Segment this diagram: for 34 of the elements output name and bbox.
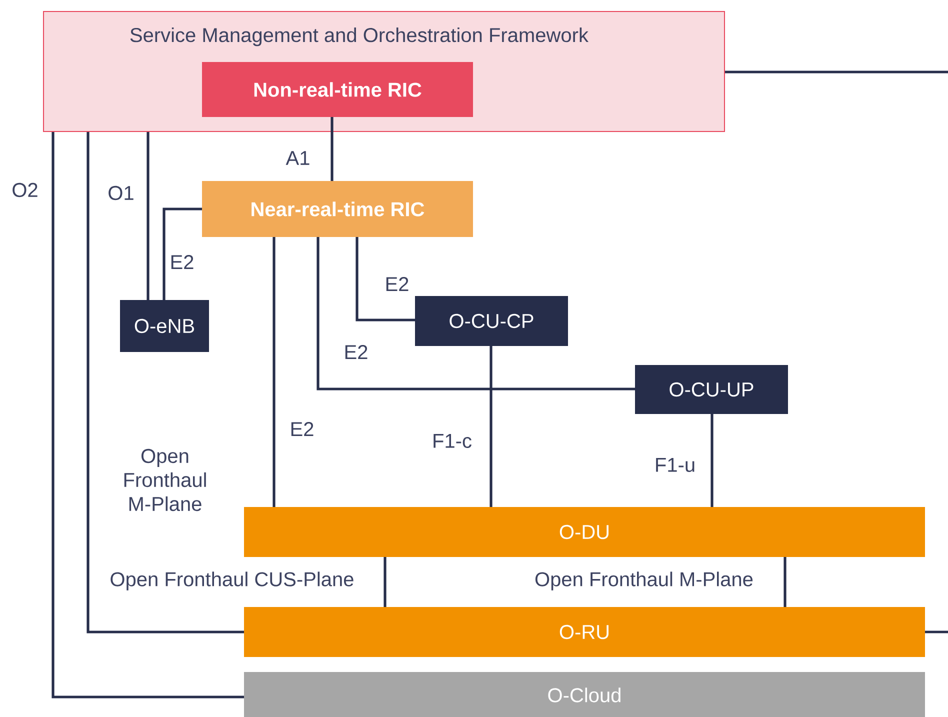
edge-label: A1 bbox=[284, 150, 312, 166]
edge-label: E2 bbox=[342, 344, 370, 360]
connector-line bbox=[272, 237, 276, 507]
connector-line bbox=[146, 132, 150, 300]
edge-label: E2 bbox=[288, 421, 316, 437]
connector-line bbox=[52, 132, 244, 698]
unit-bar: O-DU bbox=[244, 507, 925, 557]
ric-box: Non-real-time RIC bbox=[202, 62, 473, 117]
unit-box: O-CU-UP bbox=[635, 365, 788, 414]
connector-line bbox=[725, 70, 948, 74]
edge-label: E2 bbox=[384, 276, 410, 292]
edge-label: E2 bbox=[168, 254, 196, 270]
connector-line bbox=[925, 630, 948, 634]
edge-label: O2 bbox=[10, 182, 40, 198]
connector-line bbox=[710, 414, 714, 507]
unit-box: O-eNB bbox=[120, 300, 209, 352]
unit-bar: O-RU bbox=[244, 607, 925, 657]
connector-line bbox=[316, 237, 635, 390]
unit-box: O-CU-CP bbox=[415, 296, 568, 346]
edge-label: Open Fronthaul CUS-Plane bbox=[108, 570, 356, 592]
edge-label: F1-c bbox=[431, 433, 473, 449]
edge-label: F1-u bbox=[653, 457, 697, 473]
connector-line bbox=[490, 346, 492, 507]
edge-label: Open Fronthaul M-Plane bbox=[114, 448, 216, 512]
connector-line bbox=[162, 208, 202, 300]
edge-label: O1 bbox=[106, 184, 136, 202]
connector-line bbox=[784, 557, 786, 607]
edge-label: Open Fronthaul M-Plane bbox=[534, 570, 754, 592]
connector-line bbox=[330, 117, 334, 181]
connector-line bbox=[384, 557, 386, 607]
connector-line bbox=[86, 132, 244, 634]
connector-line bbox=[356, 237, 415, 322]
ric-box: Near-real-time RIC bbox=[202, 181, 473, 237]
cloud-bar: O-Cloud bbox=[244, 672, 925, 717]
